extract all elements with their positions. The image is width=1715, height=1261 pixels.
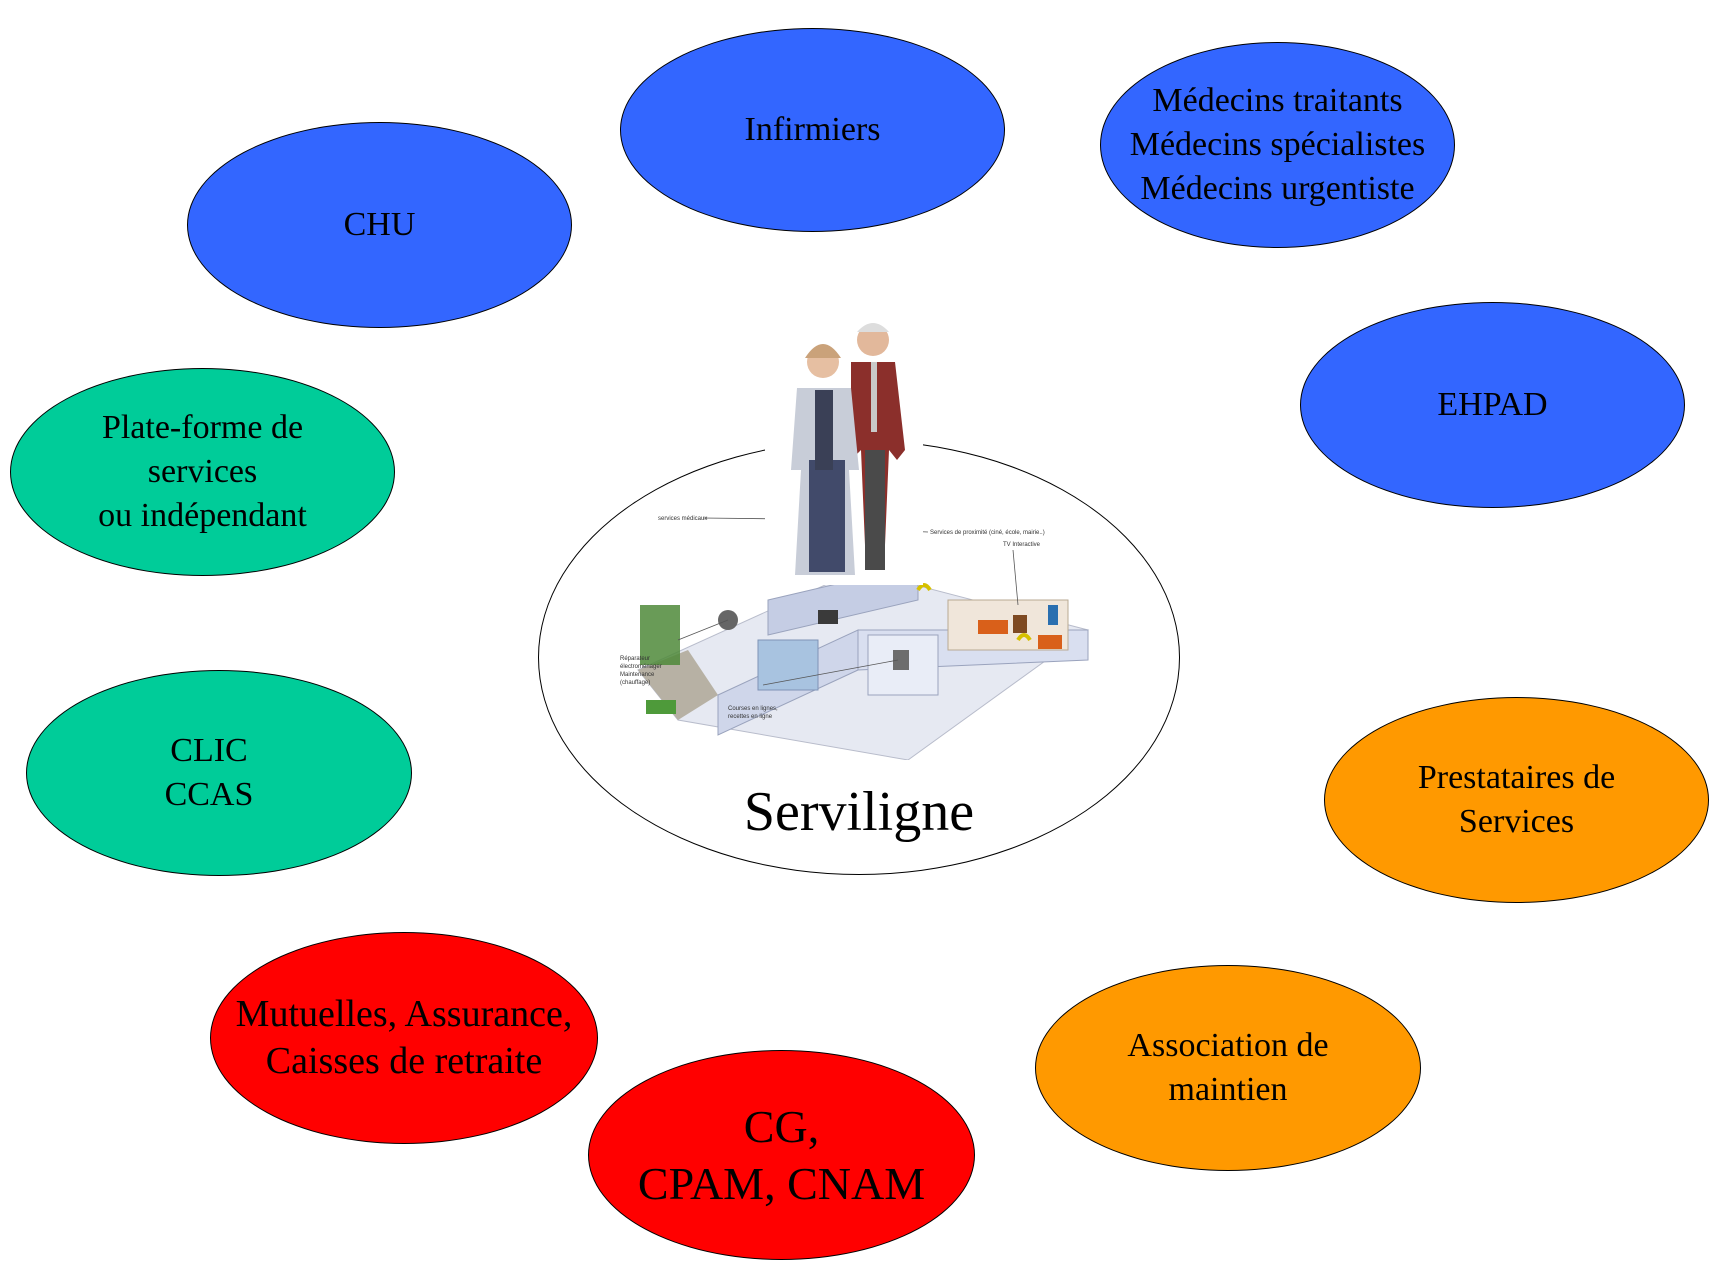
node-medecins-line-1: Médecins traitants [1152, 81, 1403, 119]
node-clic-line-1: CLIC [170, 731, 248, 769]
annotation-courses-1: Courses en lignes, [728, 706, 778, 712]
node-medecins[interactable]: Médecins traitants Médecins spécialistes… [1100, 42, 1455, 248]
node-mutuelles[interactable]: Mutuelles, Assurance, Caisses de retrait… [210, 932, 598, 1144]
annotation-reparateur-4: (chauffage) [620, 680, 650, 686]
node-infirmiers-label: Infirmiers [744, 110, 881, 148]
annotation-tv: TV Interactive [1003, 542, 1041, 548]
node-association-line-1: Association de [1127, 1026, 1329, 1064]
node-cg[interactable]: CG, CPAM, CNAM [588, 1050, 975, 1260]
node-plateforme-line-1: Plate-forme de [101, 408, 304, 446]
hub-label: Serviligne [743, 781, 975, 843]
annotation-courses-2: recettes en ligne [728, 714, 773, 720]
node-chu[interactable]: CHU [187, 122, 572, 328]
annotation-reparateur-3: Maintenance [620, 672, 655, 678]
node-plateforme-line-2: services [147, 452, 258, 490]
annotation-services-proximite: Services de proximité (ciné, école, mair… [930, 530, 1045, 536]
node-ehpad[interactable]: EHPAD [1300, 302, 1685, 508]
node-association-line-2: maintien [1168, 1071, 1288, 1108]
node-clic[interactable]: CLIC CCAS [26, 670, 412, 876]
node-prestataires-line-2: Services [1458, 803, 1575, 840]
node-chu-label: CHU [343, 205, 416, 243]
node-medecins-line-3: Médecins urgentiste [1140, 170, 1415, 208]
node-infirmiers[interactable]: Infirmiers [620, 28, 1005, 232]
annotation-reparateur-2: électroménager [620, 664, 662, 670]
node-association[interactable]: Association de maintien [1035, 965, 1421, 1171]
node-mutuelles-line-2: Caisses de retraite [265, 1040, 543, 1082]
node-cg-line-2: CPAM, CNAM [637, 1158, 926, 1209]
node-plateforme[interactable]: Plate-forme de services ou indépendant [10, 368, 395, 576]
node-prestataires-line-1: Prestataires de [1417, 758, 1616, 796]
node-clic-line-2: CCAS [164, 776, 254, 813]
annotation-services-medicaux: services médicaux [658, 516, 707, 522]
node-ehpad-label: EHPAD [1437, 385, 1548, 423]
node-prestataires[interactable]: Prestataires de Services [1324, 697, 1709, 903]
node-medecins-line-2: Médecins spécialistes [1129, 125, 1426, 163]
elderly-couple-photo [765, 310, 923, 585]
node-plateforme-line-3: ou indépendant [98, 497, 307, 535]
node-clic-text: CLIC CCAS [165, 729, 254, 817]
annotation-reparateur-1: Réparateur [620, 656, 650, 662]
node-cg-line-1: CG, [743, 1100, 820, 1152]
node-mutuelles-line-1: Mutuelles, Assurance, [235, 992, 573, 1035]
